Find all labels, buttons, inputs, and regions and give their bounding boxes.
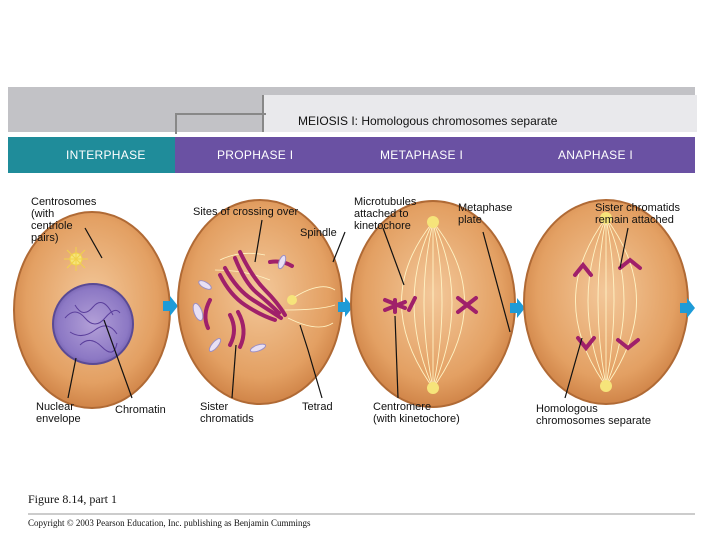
label-metaphase-plate: Metaphase plate (458, 202, 513, 226)
copyright: Copyright © 2003 Pearson Education, Inc.… (28, 518, 311, 528)
pole-top-ana (600, 212, 612, 224)
leader-spindle (332, 231, 346, 263)
cell-interphase (13, 211, 171, 409)
leader-homologous (564, 337, 583, 399)
arrow-4 (680, 298, 695, 318)
label-centromere: Centromere (with kinetochore) (373, 401, 460, 425)
label-sister-chromatids: Sister chromatids (200, 401, 254, 425)
leader-nuclear-envelope (67, 357, 77, 399)
banner-bracket (175, 113, 266, 134)
label-homologous-separate: Homologous chromosomes separate (536, 403, 651, 427)
label-nuclear-envelope: Nuclear envelope (36, 401, 81, 425)
label-tetrad: Tetrad (302, 401, 333, 413)
leader-sister-remain (619, 227, 629, 269)
pole-bottom (427, 382, 439, 394)
centrosome-prophase (287, 295, 297, 305)
figure-caption: Figure 8.14, part 1 (28, 492, 117, 506)
nuclear-envelope-fragments (192, 254, 287, 353)
label-sister-chromatids-remain: Sister chromatids remain attached (595, 202, 680, 226)
leader-sister-chromatids (231, 344, 237, 399)
leader-microtubules (382, 227, 405, 286)
cell-anaphase (523, 199, 689, 405)
phase-bar-interphase (8, 137, 175, 173)
arrow-1 (163, 296, 178, 316)
phase-label-interphase: INTERPHASE (66, 148, 146, 162)
leader-lines (67, 219, 629, 399)
phase-label-prophase: PROPHASE I (217, 148, 294, 162)
chromatin-strands (64, 302, 121, 353)
centrosome (64, 247, 88, 271)
leader-tetrad (299, 324, 323, 399)
leader-centrosomes (84, 227, 103, 259)
phase-label-metaphase: METAPHASE I (380, 148, 464, 162)
label-microtubules: Microtubules attached to kinetochore (354, 196, 417, 232)
leader-chromatin (103, 319, 133, 399)
leader-metaphase-plate (482, 231, 511, 333)
phase-bar-meiosis (175, 137, 695, 173)
label-chromatin: Chromatin (115, 404, 166, 416)
chromosomes-prophase (203, 250, 294, 349)
banner-title: MEIOSIS I: Homologous chromosomes separa… (298, 114, 558, 128)
spindle-fibers-anaphase (575, 217, 637, 387)
leader-crossing (254, 219, 263, 263)
arrow-3 (510, 298, 525, 318)
leader-centromere (394, 315, 399, 399)
pole-top (427, 216, 439, 228)
label-centrosomes: Centrosomes (with centriole pairs) (31, 196, 97, 244)
pole-bottom-ana (600, 380, 612, 392)
label-sites-of-crossing-over: Sites of crossing over (193, 206, 299, 218)
chromosomes-metaphase (383, 296, 478, 314)
label-spindle: Spindle (300, 227, 337, 239)
arrow-2 (338, 297, 353, 317)
phase-label-anaphase: ANAPHASE I (558, 148, 634, 162)
banner-title-tab (262, 95, 697, 132)
